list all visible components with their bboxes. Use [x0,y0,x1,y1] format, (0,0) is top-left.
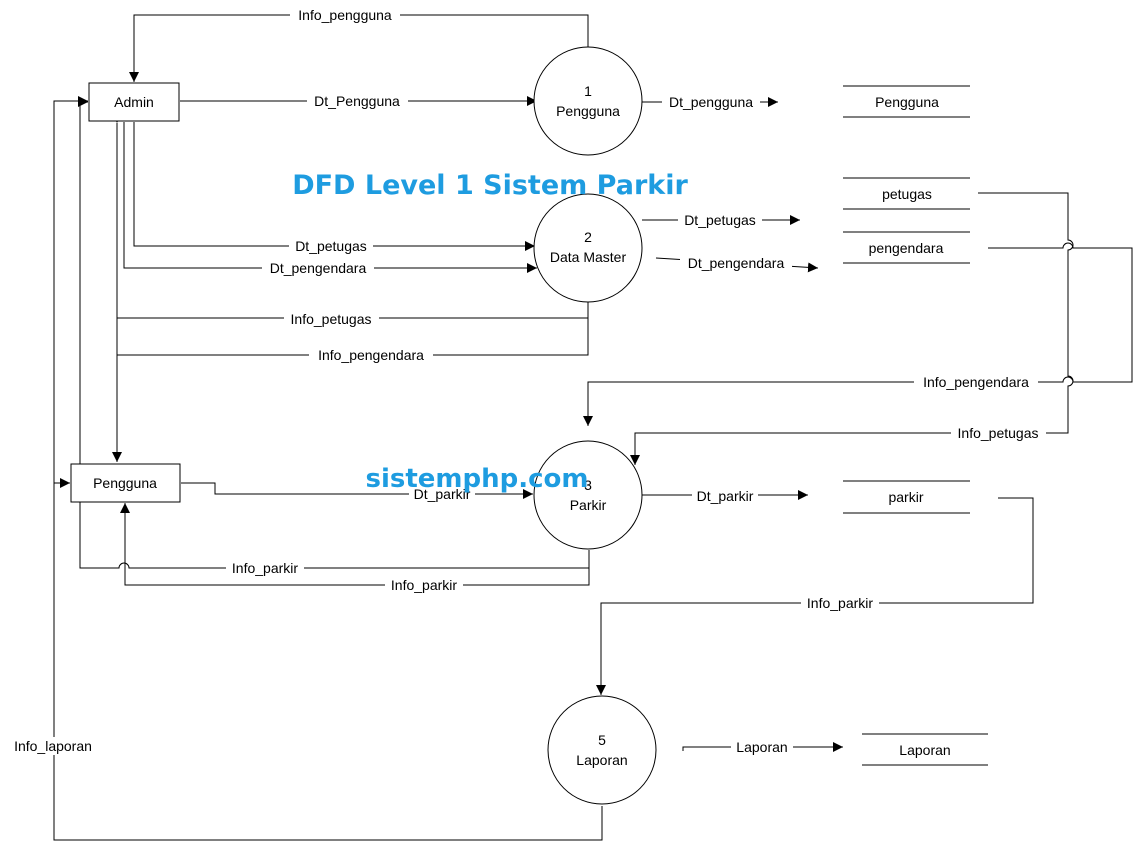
entity-admin-label: Admin [114,94,154,110]
flow-info-pengendara-p3 [583,242,1133,426]
process-3-name: Parkir [570,497,607,513]
store-pengendara[interactable]: pengendara [843,231,970,264]
process-5-number: 5 [598,732,606,748]
label-info-pengendara-p3: Info_pengendara [923,374,1029,390]
process-5-laporan[interactable]: 5 Laporan [547,695,657,805]
label-dt-parkir-in: Dt_parkir [414,486,471,502]
label-info-parkir-pengguna: Info_parkir [391,577,457,593]
process-1-pengguna[interactable]: 1 Pengguna [533,46,643,156]
store-parkir[interactable]: parkir [843,480,970,514]
entity-pengguna[interactable]: Pengguna [70,463,181,503]
label-info-pengguna: Info_pengguna [298,7,392,23]
entity-admin[interactable]: Admin [88,82,180,122]
flow-dt-parkir-in [181,482,533,499]
label-dt-petugas-in: Dt_petugas [295,238,367,254]
store-laporan[interactable]: Laporan [862,733,988,766]
flow-info-parkir-admin [78,97,590,569]
label-info-parkir-p5: Info_parkir [807,595,873,611]
process-3-number: 3 [584,477,592,493]
label-info-parkir-admin: Info_parkir [232,560,298,576]
label-info-petugas-admin: Info_petugas [291,311,372,327]
label-info-pengendara-admin: Info_pengendara [318,347,424,363]
process-3-parkir[interactable]: 3 Parkir [533,440,643,550]
label-dt-pengendara-in: Dt_pengendara [270,260,367,276]
label-info-laporan: Info_laporan [14,738,92,754]
store-laporan-label: Laporan [899,742,950,758]
process-2-number: 2 [584,229,592,245]
flow-info-petugas-p3 [630,192,1074,465]
flow-info-parkir-p5 [596,497,1034,695]
label-info-petugas-p3: Info_petugas [958,425,1039,441]
diagram-title: DFD Level 1 Sistem Parkir [292,170,688,201]
label-dt-petugas-out: Dt_petugas [684,212,756,228]
store-pengguna-label: Pengguna [875,94,939,110]
label-dt-pengendara-out: Dt_pengendara [688,255,785,271]
process-5-name: Laporan [576,752,627,768]
flow-info-parkir-pengguna [120,503,590,586]
store-petugas-label: petugas [882,186,932,202]
watermark: sistemphp.com [366,464,589,494]
flow-info-pengendara-admin [117,302,589,356]
flow-dt-petugas-in [133,122,535,251]
flow-info-laporan [53,96,603,841]
store-petugas[interactable]: petugas [843,177,970,210]
process-1-name: Pengguna [556,103,620,119]
entity-pengguna-label: Pengguna [93,475,157,491]
store-pengguna[interactable]: Pengguna [843,85,970,118]
process-1-number: 1 [584,83,592,99]
process-2-name: Data Master [550,249,627,265]
label-dt-parkir-out: Dt_parkir [697,488,754,504]
flow-labels: Info_pengguna Dt_Pengguna Dt_pengguna Dt… [6,6,1046,756]
label-dt-pengguna-out: Dt_pengguna [669,94,753,110]
label-dt-pengguna-in: Dt_Pengguna [314,93,400,109]
label-laporan-out: Laporan [736,739,787,755]
process-2-data-master[interactable]: 2 Data Master [533,193,643,303]
store-pengendara-label: pengendara [869,240,944,256]
store-parkir-label: parkir [888,489,923,505]
flow-info-pengguna [129,14,589,82]
flow-dt-pengendara-in [123,122,537,273]
